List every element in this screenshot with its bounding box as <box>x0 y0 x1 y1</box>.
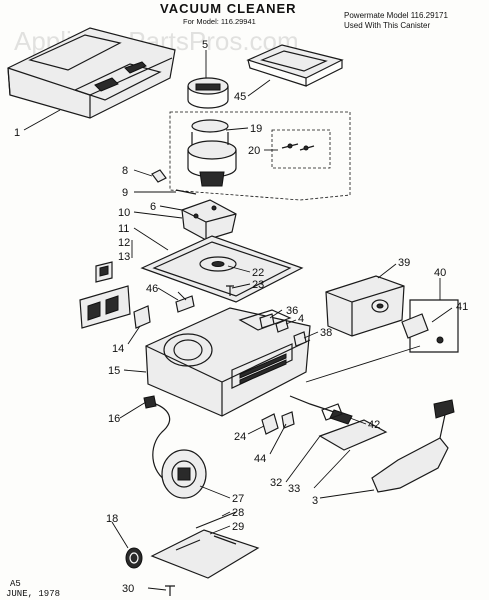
model-line: For Model: 116.29941 <box>183 17 256 26</box>
handle-rail-part <box>371 399 455 493</box>
callout-45: 45 <box>234 91 246 103</box>
wiring-part <box>289 395 353 425</box>
callout-39: 39 <box>398 257 410 269</box>
note-line-2: Used With This Canister <box>344 21 430 30</box>
callout-13: 13 <box>118 251 130 263</box>
bumper-bar-part <box>318 403 388 451</box>
callout-5: 5 <box>202 39 208 51</box>
callout-10: 10 <box>118 207 130 219</box>
callout-30: 30 <box>122 583 134 595</box>
clip-part <box>151 169 167 183</box>
screw-part-30 <box>165 585 175 596</box>
callout-9: 9 <box>122 187 128 199</box>
filter-part <box>187 77 229 109</box>
bag-holder-part <box>325 275 405 337</box>
callout-4: 4 <box>298 313 304 325</box>
main-housing-part <box>145 307 311 417</box>
switch-plate-part <box>79 261 131 329</box>
power-cord-part <box>143 395 171 483</box>
leader-lines <box>23 50 453 591</box>
callout-33: 33 <box>288 483 300 495</box>
screw-part-23 <box>226 285 234 296</box>
callout-28: 28 <box>232 507 244 519</box>
motor-assembly-box <box>169 111 351 201</box>
callout-8: 8 <box>122 165 128 177</box>
callout-38: 38 <box>320 327 332 339</box>
callout-41: 41 <box>456 301 468 313</box>
callout-numbers: 1 3 4 5 6 8 9 10 11 12 13 14 15 16 18 19… <box>14 39 468 595</box>
callout-12: 12 <box>118 237 130 249</box>
block-part <box>293 331 307 347</box>
footer-code: A5 <box>10 579 21 589</box>
callout-1: 1 <box>14 127 20 139</box>
callout-11: 11 <box>118 223 129 235</box>
callout-22: 22 <box>252 267 264 279</box>
hood-cover-part <box>7 27 176 119</box>
callout-19: 19 <box>250 123 262 135</box>
callout-20: 20 <box>248 145 260 157</box>
cord-reel-part <box>161 449 207 499</box>
callout-23: 23 <box>252 279 264 291</box>
diagram-title: VACUUM CLEANER <box>160 1 297 16</box>
gasket-frame-part <box>140 235 304 303</box>
callout-36: 36 <box>286 305 298 317</box>
callout-27: 27 <box>232 493 244 505</box>
callout-6: 6 <box>150 201 156 213</box>
callout-3: 3 <box>312 495 318 507</box>
footer-date: JUNE, 1978 <box>6 589 60 599</box>
callout-42: 42 <box>368 419 380 431</box>
callout-46: 46 <box>146 283 158 295</box>
callout-32: 32 <box>270 477 282 489</box>
screw-part-9 <box>175 189 197 195</box>
note-line-1: Powermate Model 116.29171 <box>344 11 448 20</box>
callout-44: 44 <box>254 453 266 465</box>
callout-29: 29 <box>232 521 244 533</box>
callout-15: 15 <box>108 365 120 377</box>
motor-part <box>187 119 237 187</box>
plug-part <box>133 305 151 329</box>
motor-mount-part <box>181 199 237 241</box>
base-plate-part <box>150 511 260 579</box>
callout-18: 18 <box>106 513 118 525</box>
wheel-part <box>125 547 143 569</box>
callout-16: 16 <box>108 413 120 425</box>
callout-24: 24 <box>234 431 246 443</box>
callout-40: 40 <box>434 267 446 279</box>
clip-part-4 <box>275 319 289 333</box>
bracket-part <box>401 299 459 353</box>
part-44 <box>281 411 295 429</box>
switch-part-24 <box>261 413 279 435</box>
cord-clip-part <box>175 295 195 313</box>
callout-14: 14 <box>112 343 124 355</box>
lid-tray-part <box>246 44 344 87</box>
